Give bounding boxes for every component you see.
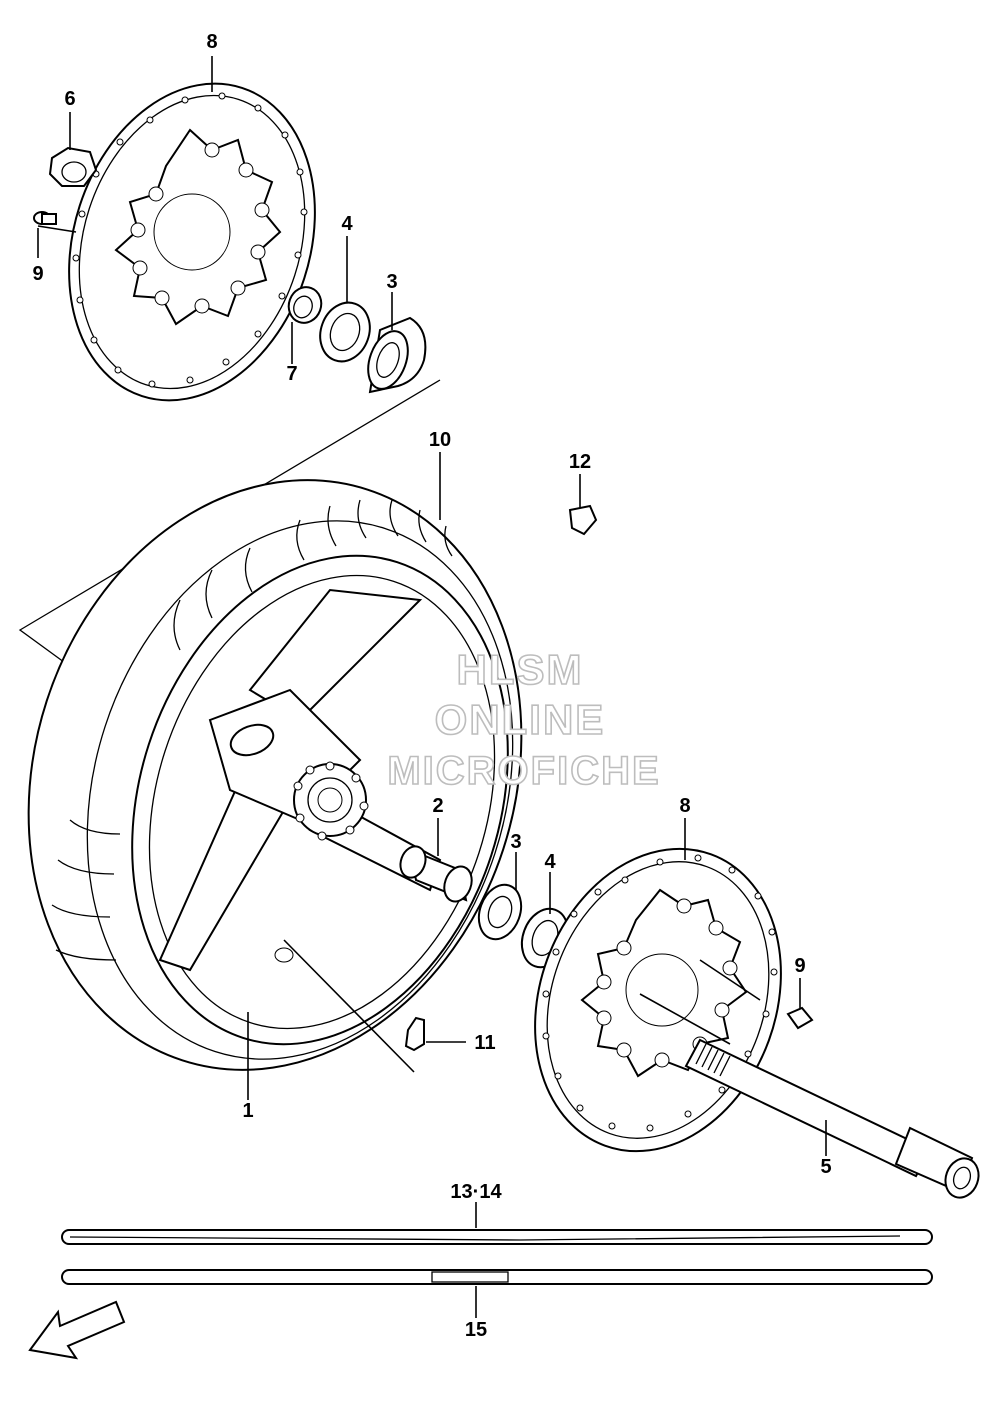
callout-6: 6 [64, 88, 75, 110]
bolt-part-9-lower [786, 1006, 814, 1030]
valve-part-11 [404, 1016, 425, 1052]
callout-13-14: 13·14 [450, 1181, 502, 1203]
callout-1: 1 [242, 1100, 253, 1122]
leader-lines [37, 56, 827, 1318]
brake-disc-lower [534, 847, 782, 1153]
callout-15: 15 [465, 1319, 487, 1341]
clip-part-12 [568, 504, 598, 536]
callout-9-lower: 9 [794, 955, 805, 977]
bearing-part-3-upper [367, 316, 427, 394]
brake-disc-upper [68, 82, 316, 402]
rim-stripe-15 [61, 1269, 933, 1285]
callout-3-upper: 3 [386, 271, 397, 293]
axle-part-5 [684, 1038, 980, 1199]
watermark-line-2: ONLINE [435, 696, 606, 743]
spacer-part-7 [287, 286, 323, 324]
callout-12: 12 [569, 451, 591, 473]
callout-9-upper: 9 [32, 263, 43, 285]
nut-part-6 [48, 146, 98, 187]
oil-seal-part-4-upper [319, 301, 371, 363]
callout-3-lower: 3 [510, 831, 521, 853]
callout-7: 7 [286, 363, 297, 385]
front-wheel-tire [27, 479, 523, 1071]
callout-4-lower: 4 [544, 851, 556, 873]
collar-part-2 [399, 845, 473, 903]
watermark-line-1: HLSM [457, 646, 584, 693]
callout-10: 10 [429, 429, 451, 451]
rim-stripe-13-14 [61, 1229, 933, 1245]
fwd-label: FWD [66, 1312, 109, 1344]
callout-4-upper: 4 [341, 213, 353, 235]
callout-8-upper: 8 [206, 31, 217, 53]
callout-8-lower: 8 [679, 795, 690, 817]
callout-2: 2 [432, 795, 443, 817]
bearing-part-3-lower [477, 883, 523, 941]
callout-5: 5 [820, 1156, 831, 1178]
watermark-line-3: MICROFICHE [387, 749, 660, 793]
callout-11: 11 [474, 1032, 495, 1054]
fwd-arrow-icon: FWD [28, 1300, 126, 1360]
bolt-part-9-upper [33, 211, 57, 225]
